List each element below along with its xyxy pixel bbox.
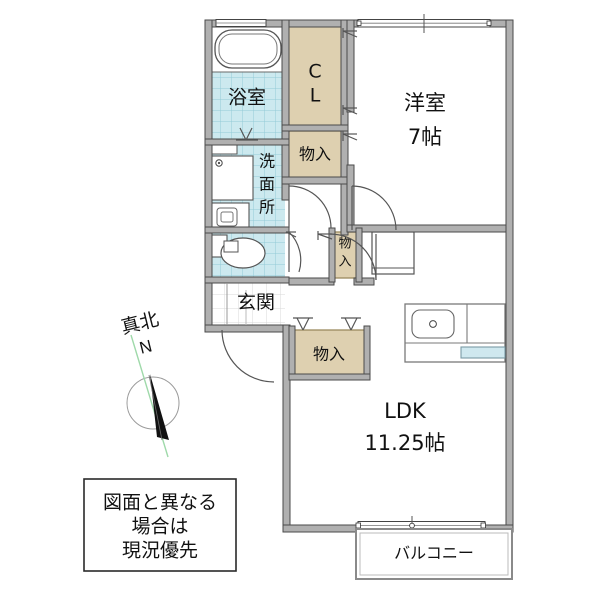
entrance-step [226,283,247,325]
washroom-door [288,185,332,229]
ldk-door [329,233,377,281]
ldk-label: LDK [384,399,427,423]
storage-upper: 物入 [287,130,343,179]
compass-circle [126,376,180,430]
western-room-door [351,185,397,231]
window-western-room [356,14,492,33]
closet-cl-label-c: C [308,61,321,83]
entrance-door [221,329,275,383]
balcony: バルコニー [355,528,513,580]
doors [221,28,397,383]
washroom-label-1: 洗 [259,152,275,171]
note-line-3: 現況優先 [122,540,198,562]
bathroom-label: 浴室 [228,87,266,109]
storage-upper-door [342,131,358,141]
toilet-door [285,231,302,273]
compass-north-letter: N [137,336,154,357]
note-box-border [83,478,237,572]
western-room-size: 7帖 [408,125,442,149]
storage-lower: 物入 [290,329,368,378]
compass-needle [150,374,169,440]
kitchen-stove [411,309,455,339]
storage-lower-label: 物入 [313,345,345,364]
washing-machine-space [210,202,250,231]
closet-cl-doors [342,28,358,115]
entrance-label: 玄関 [237,292,275,314]
storage-mid-label-2: 入 [338,255,351,270]
storage-lower-doors [293,317,361,331]
storage-upper-label: 物入 [299,145,331,164]
washroom-label-group: 洗 面 所 [259,152,275,217]
storage-mid-door [317,231,333,240]
compass-needle-edge [148,374,163,441]
room-labels: 浴室 洗 面 所 玄関 洋室 7帖 LDK 11.25帖 [228,87,446,456]
entrance-floor [211,283,285,325]
kitchen-sink [460,346,506,359]
washroom-label-2: 面 [259,175,275,194]
toilet-bowl [210,234,266,269]
bathtub [210,25,286,73]
refrigerator-space [371,231,415,275]
closet-cl-label-l: L [310,85,321,107]
storage-mid-label-1: 物 [338,237,351,252]
kitchen-counter [404,303,506,363]
note-line-2: 場合は [131,516,188,538]
closet-cl: C L [287,25,343,127]
window-bathroom [215,19,267,27]
bathroom-door [236,127,258,141]
ldk-size: 11.25帖 [364,431,445,455]
storage-mid: 物 入 [331,231,359,279]
washroom-label-3: 所 [259,198,275,217]
note-box: 図面と異なる 場合は 現況優先 [83,478,237,572]
balcony-label: バルコニー [394,544,474,563]
note-line-1: 図面と異なる [103,492,217,514]
western-room-label: 洋室 [404,91,446,115]
